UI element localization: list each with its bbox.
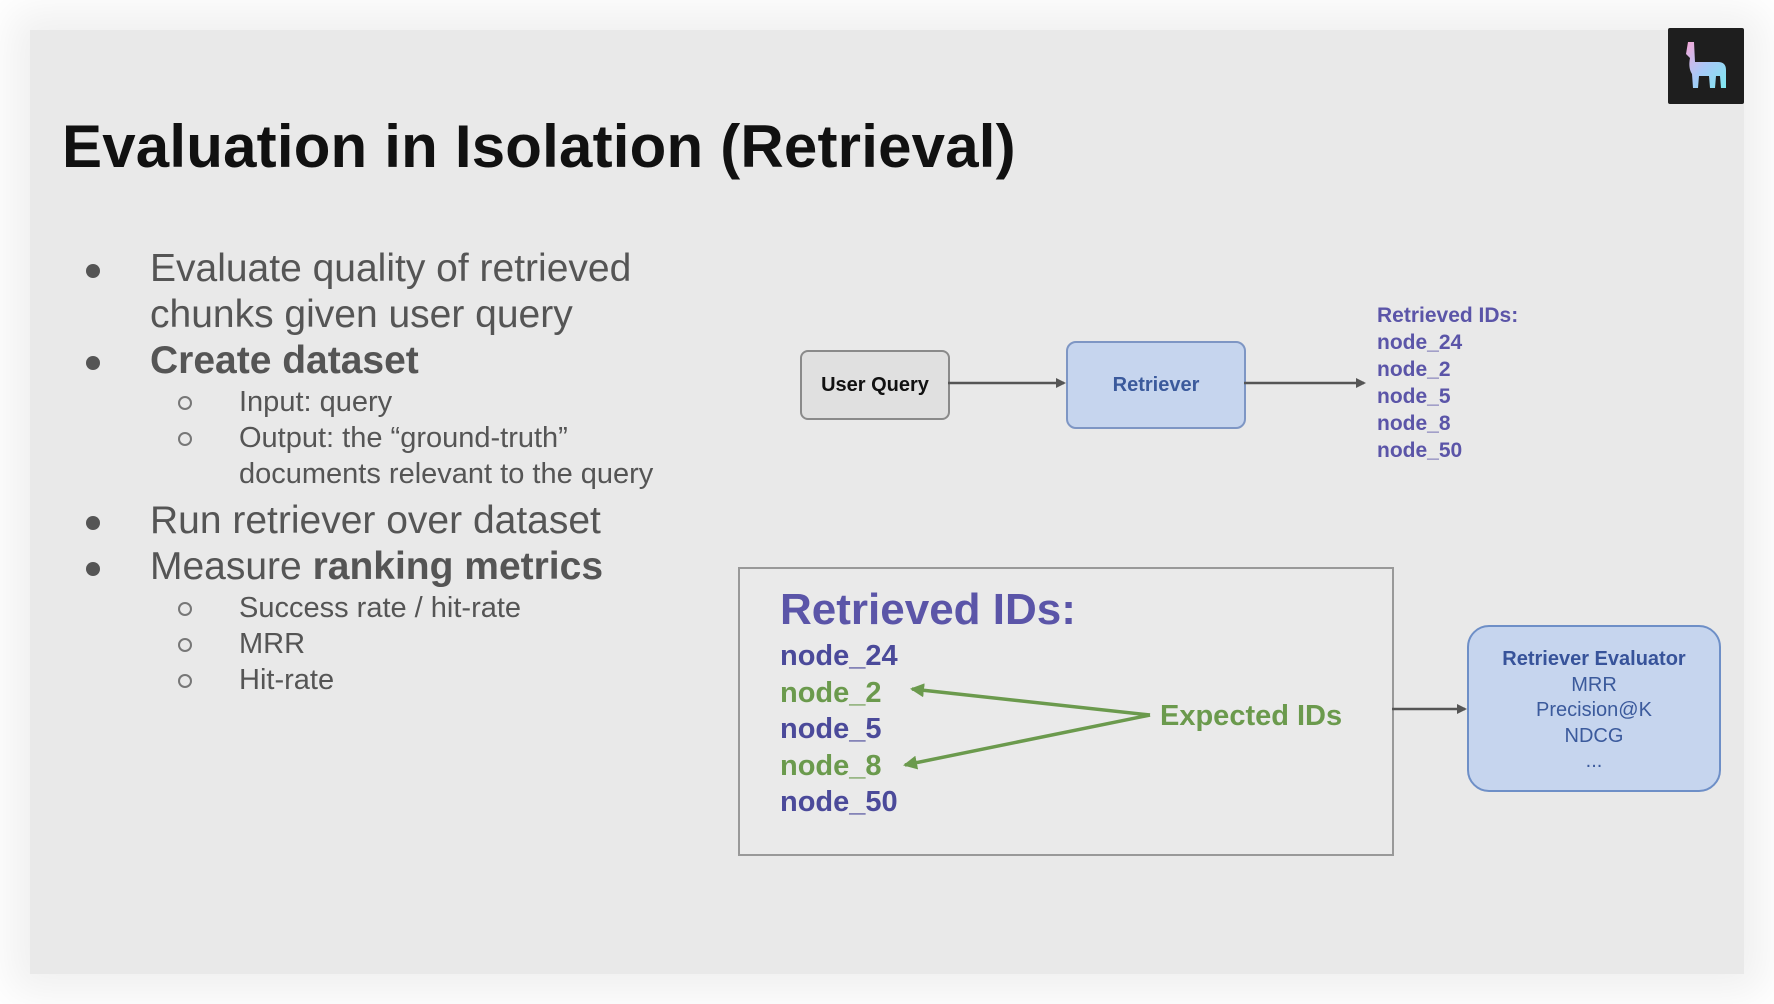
bullet-dot-icon <box>86 516 100 530</box>
bullet-text: Run retriever over dataset <box>150 499 601 542</box>
subbullet-success-rate: Success rate / hit-rate <box>80 590 760 626</box>
subbullet-ring-icon <box>178 432 192 446</box>
bullet-text-prefix: Measure <box>150 545 313 588</box>
retrieved-ids-title-large: Retrieved IDs: <box>780 585 1076 634</box>
slide-title: Evaluation in Isolation (Retrieval) <box>62 113 1016 180</box>
subbullet-text: MRR <box>239 628 306 660</box>
subbullet-text: Success rate / hit-rate <box>239 592 522 624</box>
bullet-text-bold: ranking metrics <box>312 545 604 588</box>
bullet-evaluate-quality: Evaluate quality of retrieved chunks giv… <box>80 246 760 338</box>
subbullet-text: Hit-rate <box>239 664 335 696</box>
retrieved-ids-list-large: node_24 node_2 node_5 node_8 node_50 <box>780 638 898 821</box>
retrieved-id: node_2 <box>1377 358 1451 381</box>
subbullet-ring-icon <box>178 674 192 688</box>
subbullet-ring-icon <box>178 602 192 616</box>
bullet-run-retriever: Run retriever over dataset <box>80 498 760 544</box>
evaluator-metric: ... <box>1585 750 1603 772</box>
retrieved-id-expected: node_2 <box>780 676 882 709</box>
retriever-evaluator-node: Retriever Evaluator MRR Precision@K NDCG… <box>1467 625 1721 792</box>
subbullet-input: Input: query <box>80 384 760 420</box>
subbullet-mrr: MRR <box>80 626 760 662</box>
subbullet-text: documents relevant to the query <box>239 458 654 490</box>
subbullet-hit-rate: Hit-rate <box>80 662 760 698</box>
evaluator-metric: MRR <box>1571 673 1617 696</box>
retrieved-id: node_24 <box>780 640 898 672</box>
bullet-dot-icon <box>86 356 100 370</box>
bullet-text-line: chunks given user query <box>150 293 573 336</box>
subbullet-ring-icon <box>178 396 192 410</box>
bullet-measure-metrics: Measure ranking metrics <box>80 544 760 590</box>
evaluator-title: Retriever Evaluator <box>1502 648 1686 670</box>
bullet-dot-icon <box>86 562 100 576</box>
retrieved-ids-list-small: Retrieved IDs: node_24 node_2 node_5 nod… <box>1377 302 1518 464</box>
evaluator-metric: Precision@K <box>1536 699 1652 721</box>
subbullet-text: Output: the “ground-truth” <box>239 422 568 454</box>
retrieved-id: node_24 <box>1377 331 1463 354</box>
evaluator-metric: NDCG <box>1564 724 1624 747</box>
bullet-text: Create dataset <box>150 339 419 382</box>
bullet-list: Evaluate quality of retrieved chunks giv… <box>80 246 760 698</box>
user-query-node: User Query <box>800 350 950 420</box>
retrieved-ids-title: Retrieved IDs: <box>1377 304 1519 327</box>
subbullet-output: Output: the “ground-truth” documents rel… <box>80 420 760 492</box>
bullet-text-line: Evaluate quality of retrieved <box>150 247 632 290</box>
bullet-dot-icon <box>86 264 100 278</box>
subbullet-text: Input: query <box>239 386 393 418</box>
bullet-create-dataset: Create dataset <box>80 338 760 384</box>
bullet-text: Measure ranking metrics <box>150 544 760 590</box>
retrieved-id: node_50 <box>1377 439 1463 462</box>
retrieved-id: node_8 <box>1377 412 1451 435</box>
llama-logo-icon <box>1668 28 1744 104</box>
expected-ids-label: Expected IDs <box>1160 700 1343 732</box>
retrieved-id: node_5 <box>1377 385 1451 408</box>
retrieved-id-expected: node_8 <box>780 749 882 782</box>
retriever-node: Retriever <box>1066 341 1246 429</box>
retrieved-id: node_50 <box>780 786 898 818</box>
retrieved-id: node_5 <box>780 713 882 745</box>
subbullet-ring-icon <box>178 638 192 652</box>
